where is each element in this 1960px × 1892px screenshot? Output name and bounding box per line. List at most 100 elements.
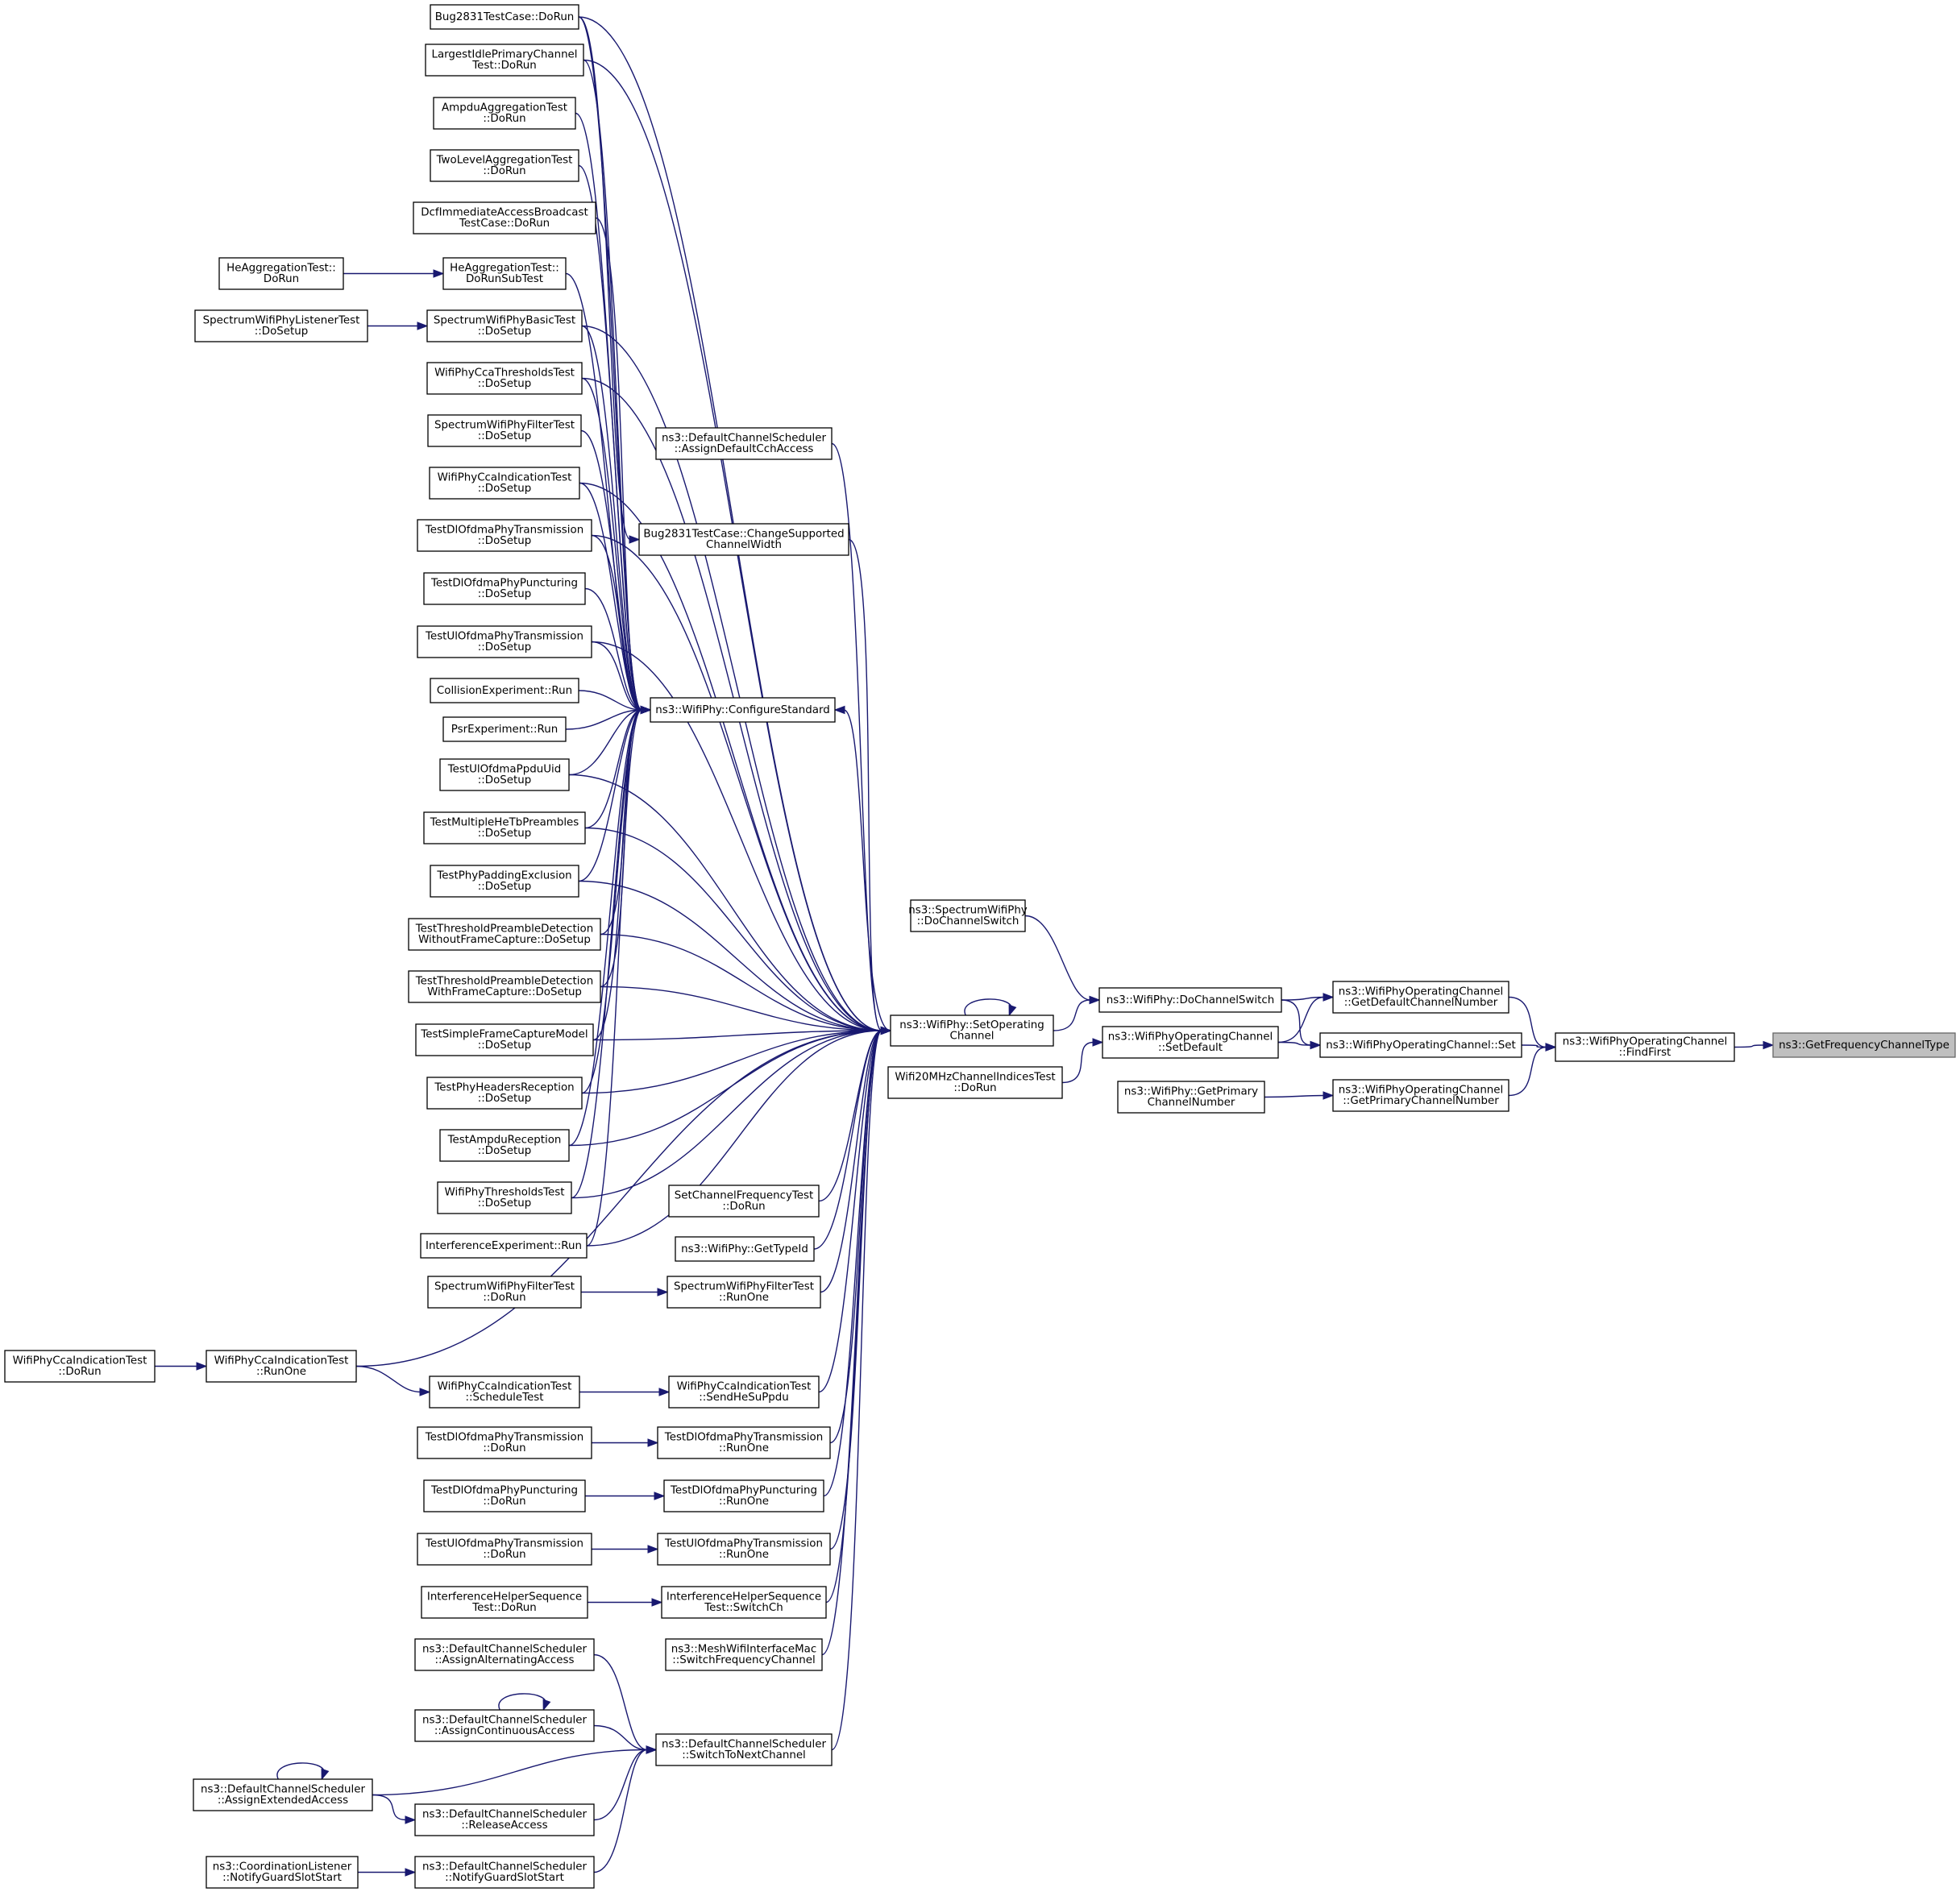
node-thr-without[interactable]: TestThresholdPreambleDetectionWithoutFra… bbox=[408, 918, 601, 951]
node-label: InterferenceExperiment::Run bbox=[426, 1240, 582, 1252]
node-label: ::RunOne bbox=[256, 1366, 306, 1378]
node-setchannelfreq[interactable]: SetChannelFrequencyTest::DoRun bbox=[668, 1185, 820, 1218]
node-switchtonext[interactable]: ns3::DefaultChannelScheduler::SwitchToNe… bbox=[655, 1733, 833, 1766]
node-label: Bug2831TestCase::DoRun bbox=[435, 11, 575, 23]
edge-setoperatingchannel-to-dochannelswitch bbox=[1053, 995, 1101, 1031]
node-dochannelswitch[interactable]: ns3::WifiPhy::DoChannelSwitch bbox=[1098, 987, 1282, 1013]
node-ccaind-dorun[interactable]: WifiPhyCcaIndicationTest::DoRun bbox=[4, 1350, 156, 1383]
node-sfilter-dorun[interactable]: SpectrumWifiPhyFilterTest::DoRun bbox=[427, 1276, 582, 1309]
node-label: Bug2831TestCase::ChangeSupported bbox=[643, 529, 844, 541]
node-label: ns3::CoordinationListener bbox=[213, 1861, 352, 1873]
edge-line bbox=[568, 709, 642, 1147]
edge-line bbox=[586, 709, 642, 1247]
node-padding[interactable]: TestPhyPaddingExclusion::DoSetup bbox=[430, 865, 579, 898]
node-label: ::DoRun bbox=[483, 165, 525, 177]
edge-line bbox=[578, 16, 631, 541]
node-thr-with[interactable]: TestThresholdPreambleDetectionWithFrameC… bbox=[408, 970, 601, 1003]
node-heagg-sub[interactable]: HeAggregationTest::DoRunSubTest bbox=[442, 257, 567, 290]
node-setdefault[interactable]: ns3::WifiPhyOperatingChannel::SetDefault bbox=[1102, 1026, 1279, 1059]
edge-line bbox=[591, 641, 642, 711]
node-interference-run[interactable]: InterferenceExperiment::Run bbox=[420, 1233, 588, 1259]
edge-line bbox=[578, 16, 642, 711]
node-changesupported[interactable]: Bug2831TestCase::ChangeSupportedChannelW… bbox=[638, 523, 849, 556]
node-assignalt[interactable]: ns3::DefaultChannelScheduler::AssignAlte… bbox=[414, 1638, 595, 1671]
node-getprimarychannelnumber[interactable]: ns3::WifiPhyOperatingChannel::GetPrimary… bbox=[1332, 1079, 1509, 1112]
node-meshmac[interactable]: ns3::MeshWifiInterfaceMac::SwitchFrequen… bbox=[665, 1638, 823, 1671]
edge-assigncont-to-assigncont bbox=[498, 1693, 551, 1712]
edge-line bbox=[823, 1030, 882, 1497]
node-label: ::DoSetup bbox=[478, 1093, 532, 1105]
node-label: TestUlOfdmaPpduUid bbox=[447, 764, 561, 776]
node-box bbox=[442, 257, 567, 290]
node-sfilter-runone[interactable]: SpectrumWifiPhyFilterTest::RunOne bbox=[666, 1276, 821, 1309]
node-ulppdu-setup[interactable]: TestUlOfdmaPpduUid::DoSetup bbox=[439, 758, 570, 791]
node-sbasic-setup[interactable]: SpectrumWifiPhyBasicTest::DoSetup bbox=[426, 309, 583, 342]
node-coordlistener[interactable]: ns3::CoordinationListener::NotifyGuardSl… bbox=[206, 1856, 359, 1889]
node-multiplehetb[interactable]: TestMultipleHeTbPreambles::DoSetup bbox=[423, 811, 586, 844]
node-dcfimm[interactable]: DcfImmediateAccessBroadcastTestCase::DoR… bbox=[413, 201, 596, 234]
node-label: InterferenceHelperSequence bbox=[427, 1591, 582, 1604]
edge-notifyguard-sched-to-switchtonext bbox=[593, 1745, 658, 1873]
node-label: WifiPhyCcaIndicationTest bbox=[677, 1381, 812, 1393]
node-assigncont[interactable]: ns3::DefaultChannelScheduler::AssignCont… bbox=[414, 1709, 595, 1742]
node-slistener-setup[interactable]: SpectrumWifiPhyListenerTest::DoSetup bbox=[194, 309, 368, 342]
node-dltx-dorun[interactable]: TestDlOfdmaPhyTransmission::DoRun bbox=[417, 1426, 592, 1459]
node-opch-set[interactable]: ns3::WifiPhyOperatingChannel::Set bbox=[1319, 1032, 1522, 1058]
edge-ultx-runone-to-setoperatingchannel bbox=[829, 1026, 892, 1550]
node-dlpunct-runone[interactable]: TestDlOfdmaPhyPuncturing::RunOne bbox=[663, 1479, 824, 1512]
node-ultx-setup[interactable]: TestUlOfdmaPhyTransmission::DoSetup bbox=[417, 625, 592, 658]
node-sfilter-setup[interactable]: SpectrumWifiPhyFilterTest::DoSetup bbox=[427, 414, 582, 447]
node-wifi20mhz[interactable]: Wifi20MHzChannelIndicesTest::DoRun bbox=[887, 1066, 1063, 1099]
node-assigndefaultcch[interactable]: ns3::DefaultChannelScheduler::AssignDefa… bbox=[655, 427, 833, 460]
node-label: AmpduAggregationTest bbox=[442, 102, 567, 114]
node-spectrum-dochannelswitch[interactable]: ns3::SpectrumWifiPhy::DoChannelSwitch bbox=[908, 899, 1028, 932]
node-ampdurecv[interactable]: TestAmpduReception::DoSetup bbox=[439, 1129, 570, 1162]
node-label: ::DoSetup bbox=[478, 588, 532, 600]
node-gettypeid[interactable]: ns3::WifiPhy::GetTypeId bbox=[675, 1236, 815, 1262]
node-box bbox=[414, 1856, 595, 1889]
node-ultx-runone[interactable]: TestUlOfdmaPhyTransmission::RunOne bbox=[657, 1533, 831, 1566]
node-ccaind-runone[interactable]: WifiPhyCcaIndicationTest::RunOne bbox=[206, 1350, 357, 1383]
node-twolevel[interactable]: TwoLevelAggregationTest::DoRun bbox=[430, 149, 579, 182]
node-heagg-dorun[interactable]: HeAggregationTest::DoRun bbox=[218, 257, 344, 290]
node-psr-run[interactable]: PsrExperiment::Run bbox=[442, 716, 567, 742]
node-dlpunct-dorun[interactable]: TestDlOfdmaPhyPuncturing::DoRun bbox=[423, 1479, 586, 1512]
node-notifyguard-sched[interactable]: ns3::DefaultChannelScheduler::NotifyGuar… bbox=[414, 1856, 595, 1889]
node-label: PsrExperiment::Run bbox=[451, 724, 558, 736]
node-sendhesuppdu[interactable]: WifiPhyCcaIndicationTest::SendHeSuPpdu bbox=[668, 1375, 820, 1409]
node-getfrequencychanneltype[interactable]: ns3::GetFrequencyChannelType bbox=[1772, 1032, 1956, 1058]
edge-line bbox=[355, 1365, 421, 1393]
node-ultx-dorun[interactable]: TestUlOfdmaPhyTransmission::DoRun bbox=[417, 1533, 592, 1566]
node-collision-run[interactable]: CollisionExperiment::Run bbox=[430, 678, 579, 703]
node-ccaind-schedule[interactable]: WifiPhyCcaIndicationTest::ScheduleTest bbox=[429, 1375, 580, 1409]
node-dltx-setup[interactable]: TestDlOfdmaPhyTransmission::DoSetup bbox=[417, 519, 592, 552]
node-dltx-runone[interactable]: TestDlOfdmaPhyTransmission::RunOne bbox=[657, 1426, 831, 1459]
node-box bbox=[193, 1778, 373, 1811]
node-label: ns3::WifiPhy::DoChannelSwitch bbox=[1107, 994, 1274, 1006]
node-wifiphy-getprimary[interactable]: ns3::WifiPhy::GetPrimaryChannelNumber bbox=[1117, 1081, 1265, 1114]
node-assignext[interactable]: ns3::DefaultChannelScheduler::AssignExte… bbox=[193, 1778, 373, 1811]
node-dlpunct-setup[interactable]: TestDlOfdmaPhyPuncturing::DoSetup bbox=[423, 572, 586, 605]
node-thresholds[interactable]: WifiPhyThresholdsTest::DoSetup bbox=[437, 1181, 572, 1214]
node-getdefaultchannelnumber[interactable]: ns3::WifiPhyOperatingChannel::GetDefault… bbox=[1332, 981, 1509, 1014]
node-simplecapture[interactable]: TestSimpleFrameCaptureModel::DoSetup bbox=[415, 1023, 594, 1056]
node-ccathr-setup[interactable]: WifiPhyCcaThresholdsTest::DoSetup bbox=[426, 362, 583, 395]
node-releaseaccess[interactable]: ns3::DefaultChannelScheduler::ReleaseAcc… bbox=[414, 1803, 595, 1836]
node-label: TestCase::DoRun bbox=[459, 218, 550, 230]
arrowhead bbox=[1092, 1038, 1104, 1047]
node-label: ns3::DefaultChannelScheduler bbox=[422, 1715, 587, 1727]
node-findfirst[interactable]: ns3::WifiPhyOperatingChannel::FindFirst bbox=[1555, 1032, 1735, 1062]
edge-interference-run-to-configurestandard bbox=[586, 705, 652, 1247]
node-configurestandard[interactable]: ns3::WifiPhy::ConfigureStandard bbox=[650, 697, 836, 723]
node-box bbox=[661, 1586, 827, 1619]
node-box bbox=[413, 201, 596, 234]
node-ampduagg[interactable]: AmpduAggregationTest::DoRun bbox=[433, 97, 576, 130]
node-label: ns3::SpectrumWifiPhy bbox=[908, 905, 1028, 917]
node-bug2831-dorun[interactable]: Bug2831TestCase::DoRun bbox=[430, 4, 579, 30]
node-headers[interactable]: TestPhyHeadersReception::DoSetup bbox=[426, 1077, 583, 1110]
node-ccaind-setup[interactable]: WifiPhyCcaIndicationTest::DoSetup bbox=[429, 467, 580, 500]
